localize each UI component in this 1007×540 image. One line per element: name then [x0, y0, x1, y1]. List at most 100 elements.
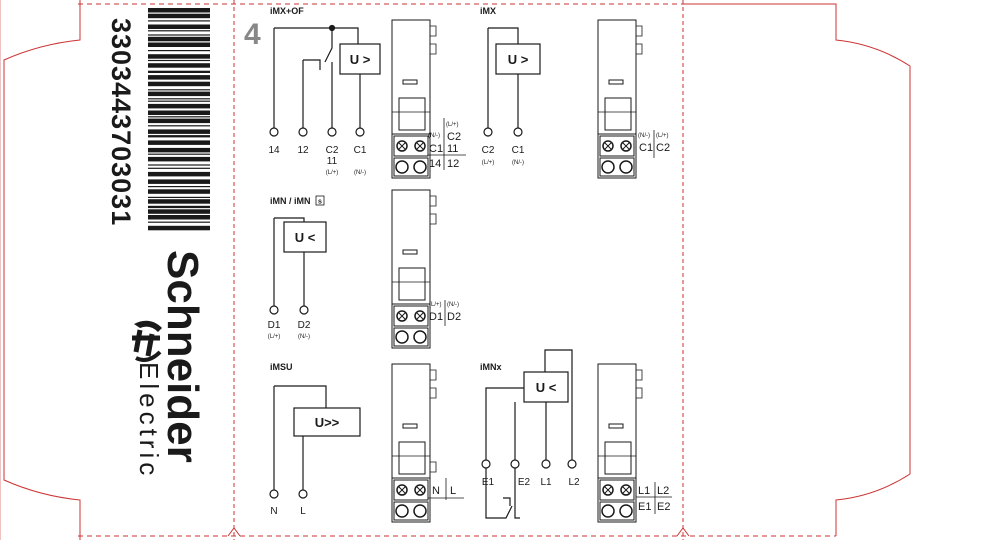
terminal-d1-polarity: (L/+): [268, 334, 281, 340]
side-pol-n-imx-of: (N/-): [428, 133, 440, 139]
barcode-bar: [148, 153, 210, 155]
terminal-l2: L2: [568, 477, 580, 488]
barcode-bar: [148, 225, 210, 231]
barcode-bar: [148, 199, 210, 204]
terminal-c2-polarity-imx: (L/+): [482, 160, 495, 166]
step-number: 4: [244, 18, 261, 51]
terminal-14: 14: [268, 145, 280, 156]
side-label-14-imx-of: 14: [429, 158, 441, 170]
barcode-bar: [148, 196, 210, 198]
barcode: [148, 8, 210, 231]
barcode-bar: [148, 30, 210, 32]
barcode-bar: [148, 34, 210, 36]
terminal-12: 12: [297, 145, 309, 156]
barcode-bar: [148, 171, 210, 177]
side-label-l2-imnx: L2: [657, 485, 669, 497]
terminal-d2-polarity: (N/-): [298, 334, 310, 340]
module-side-imx-of: (L/+) (N/-) C2 C1 11 14 12: [391, 19, 466, 179]
side-label-c2-imx-of: C2: [447, 131, 461, 143]
barcode-bar: [148, 89, 210, 91]
barcode-bar: [148, 91, 210, 97]
coil-box-imn: [283, 221, 327, 253]
section-imn: iMN / iMN s U < D1 D2 (L/+) (N/-): [268, 195, 327, 340]
barcode-bar: [148, 110, 210, 115]
module-side-imx: (N/-) (L/+) C1 C2: [597, 19, 670, 179]
side-pol-l-imn: (L/+): [429, 302, 442, 308]
barcode-bar: [148, 129, 210, 134]
section-imx: iMX U > C2 C1 (L/+) (N/-): [480, 6, 541, 166]
side-pol-n-imx: (N/-): [638, 133, 650, 139]
terminal-c2-polarity: (L/+): [326, 170, 339, 176]
barcode-bar: [148, 164, 210, 166]
terminal-c2-imx: C2: [482, 145, 495, 156]
coil-label-imsu: U>>: [315, 415, 340, 430]
barcode-bar: [148, 81, 210, 87]
side-pol-n-imn: (N/-): [447, 302, 459, 308]
coil-label-imx: U >: [508, 52, 529, 67]
terminal-c1: C1: [354, 145, 367, 156]
terminal-c2: C2: [326, 145, 339, 156]
title-badge-imn: [315, 195, 325, 206]
side-label-11-imx-of: 11: [447, 143, 458, 155]
side-pol-l-imx: (L/+): [656, 133, 669, 139]
barcode-bar: [148, 8, 210, 13]
barcode-bar: [148, 116, 210, 118]
barcode-bar: [148, 209, 210, 214]
module-side-imn: (L/+) (N/-) D1 D2: [391, 189, 461, 349]
section-title-imsu: iMSU: [270, 362, 293, 372]
side-label-c1-imx: C1: [639, 142, 653, 154]
barcode-bar: [148, 20, 210, 22]
barcode-bar: [148, 147, 210, 153]
barcode-bar: [148, 179, 210, 184]
side-label-l-imsu: L: [450, 485, 456, 497]
terminal-c1-imx: C1: [512, 145, 525, 156]
module-side-imsu: N L: [391, 363, 464, 523]
terminal-l: L: [300, 506, 306, 517]
section-imsu: iMSU U>> N L: [269, 362, 361, 517]
barcode-bar: [148, 118, 210, 124]
section-imx-of: iMX+OF U > 14 12 C2 C1 11 (L/+) (N/-): [268, 6, 381, 176]
barcode-bar: [148, 63, 210, 68]
brand-logo: Schneider Electric: [132, 250, 207, 479]
barcode-bar: [148, 70, 210, 73]
terminal-c1-polarity: (N/-): [354, 170, 366, 176]
barcode-bar: [148, 140, 210, 145]
barcode-bar: [148, 205, 210, 209]
coil-box-imsu: [293, 407, 361, 437]
barcode-bar: [148, 98, 210, 100]
terminal-l1: L1: [540, 477, 552, 488]
side-label-n-imsu: N: [432, 485, 440, 497]
side-label-c1-imx-of: C1: [429, 143, 443, 155]
barcode-bar: [148, 54, 210, 59]
section-title-imnx: iMNx: [480, 362, 502, 372]
barcode-bar: [148, 24, 210, 29]
side-label-l1-imnx: L1: [638, 485, 650, 497]
barcode-bar: [148, 42, 210, 47]
coil-label-imn: U <: [295, 230, 316, 245]
barcode-bar: [148, 103, 210, 109]
side-label-e2-imnx: E2: [657, 501, 670, 513]
brand-sub: Electric: [134, 362, 164, 479]
die-cut-outline: [0, 0, 911, 540]
barcode-bar: [148, 156, 210, 162]
barcode-bar: [148, 75, 210, 80]
module-side-imnx: L1 L2 E1 E2: [597, 363, 672, 523]
barcode-bar: [148, 13, 210, 19]
section-imnx: iMNx U < E1 E2 L1 L2: [480, 349, 580, 519]
coil-label-imnx: U <: [536, 380, 557, 395]
title-badge-text-imn: s: [318, 199, 322, 206]
barcode-bar: [148, 167, 210, 169]
barcode-bar: [148, 135, 210, 138]
barcode-bar: [148, 221, 210, 223]
side-pol-l-imx-of: (L/+): [446, 122, 459, 128]
side-label-d2-imn: D2: [447, 311, 461, 323]
barcode-bar: [148, 186, 210, 188]
side-label-12-imx-of: 12: [447, 158, 459, 170]
side-label-d1-imn: D1: [429, 311, 443, 323]
terminal-n: N: [270, 506, 277, 517]
barcode-bar: [148, 50, 210, 52]
barcode-bar: [148, 125, 210, 127]
section-title-imn: iMN / iMN: [270, 196, 311, 206]
side-label-c2-imx: C2: [656, 142, 670, 154]
barcode-number: 3303443703031: [106, 18, 136, 226]
